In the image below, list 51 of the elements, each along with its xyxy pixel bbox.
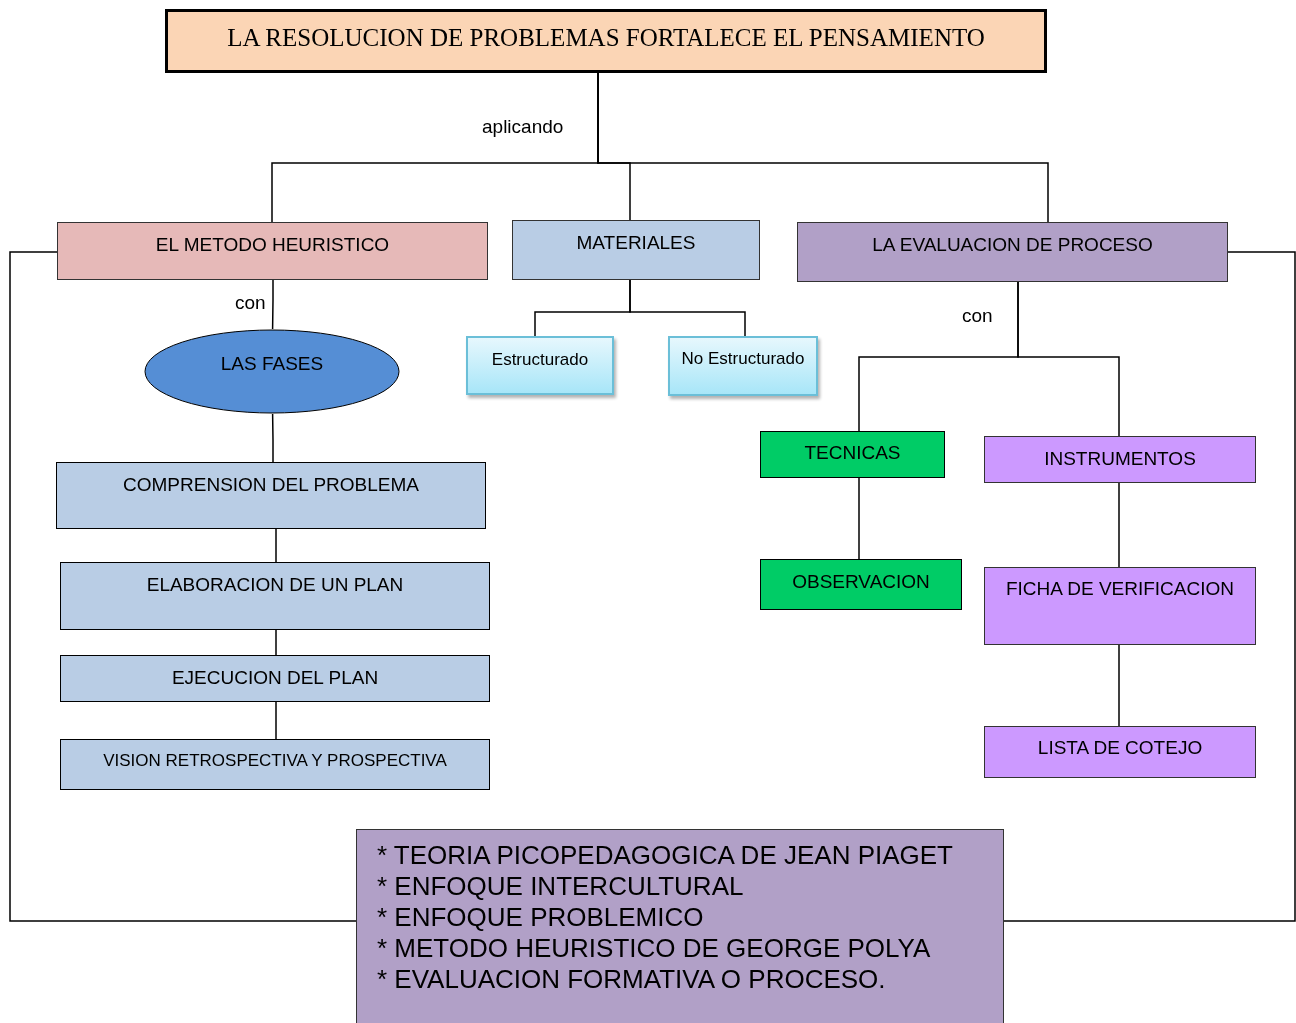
node-label: ELABORACION DE UN PLAN <box>146 574 404 596</box>
node-label: OBSERVACION <box>792 571 930 593</box>
concept-box <box>984 436 1256 483</box>
connector-line <box>275 629 277 656</box>
node-label: MATERIALES <box>576 232 696 254</box>
connector-line <box>271 279 274 330</box>
ellipse-node <box>144 329 400 414</box>
connector-line <box>271 413 274 463</box>
concept-box <box>56 462 486 529</box>
node-label: EJECUCION DEL PLAN <box>171 667 379 689</box>
node-label: LAS FASES <box>220 353 324 375</box>
title-box <box>165 9 1047 73</box>
concept-box <box>797 222 1228 282</box>
node-label: VISION RETROSPECTIVA Y PROSPECTIVA <box>103 751 447 771</box>
concept-box <box>984 567 1256 645</box>
connector-line <box>858 477 860 560</box>
node-label: LA EVALUACION DE PROCESO <box>872 234 1153 256</box>
connector-line <box>1003 251 1296 922</box>
list-item: * ENFOQUE PROBLEMICO <box>377 902 704 933</box>
node-label: No Estructurado <box>681 349 805 370</box>
node-label: COMPRENSION DEL PROBLEMA <box>123 474 419 496</box>
connector-line <box>275 528 277 563</box>
list-item: * TEORIA PICOPEDAGOGICA DE JEAN PIAGET <box>377 840 953 871</box>
list-item: * EVALUACION FORMATIVA O PROCESO. <box>377 964 886 995</box>
connector-line <box>1017 281 1120 437</box>
concept-box <box>466 336 614 395</box>
concept-box <box>984 726 1256 778</box>
node-label: LISTA DE COTEJO <box>1037 737 1203 759</box>
list-item: * ENFOQUE INTERCULTURAL <box>377 871 744 902</box>
connector-line <box>597 72 1049 223</box>
concept-box <box>57 222 488 280</box>
concept-box <box>60 562 490 630</box>
concept-box <box>512 220 760 280</box>
connector-line <box>1118 482 1120 568</box>
concept-box <box>668 336 818 396</box>
connector-line <box>9 251 357 922</box>
concept-box <box>60 739 490 790</box>
concept-box <box>760 431 945 478</box>
node-label: TECNICAS <box>804 442 901 464</box>
connector-line <box>1118 644 1120 727</box>
connector-line <box>629 279 746 337</box>
node-label: LA RESOLUCION DE PROBLEMAS FORTALECE EL PENSAMIENTO <box>227 24 985 52</box>
concept-box <box>60 655 490 702</box>
node-label: INSTRUMENTOS <box>1044 448 1196 470</box>
notes-box <box>356 829 1004 1023</box>
concept-box <box>760 559 962 610</box>
node-label: FICHA DE VERIFICACION <box>1006 578 1234 600</box>
node-label: Estructurado <box>491 350 589 371</box>
connector-line <box>275 701 277 740</box>
list-item: * METODO HEURISTICO DE GEORGE POLYA <box>377 933 931 964</box>
node-label: EL METODO HEURISTICO <box>155 234 390 256</box>
